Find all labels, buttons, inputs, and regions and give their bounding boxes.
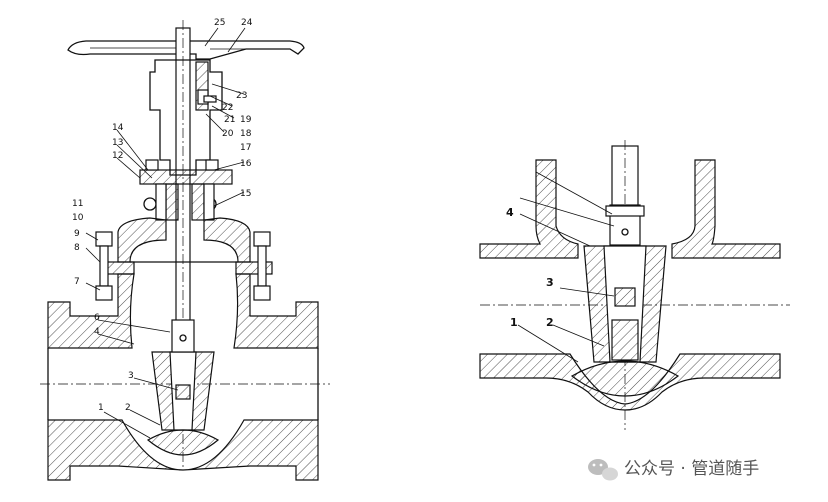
part-label: 17 [240,143,251,153]
left-gate-valve-assembly: 25 24 23 22 21 20 19 18 17 16 15 14 13 1… [40,18,330,481]
part-label: 4 [506,206,514,219]
wechat-icon [588,459,618,481]
bonnet-bolts [95,231,271,301]
part-label: 3 [546,276,554,289]
part-label: 14 [112,123,124,133]
part-label: 22 [222,103,233,113]
part-label: 25 [214,18,225,28]
part-label: 2 [546,316,554,329]
part-label: 24 [241,18,253,28]
part-label: 20 [222,129,234,139]
part-label: 1 [98,403,104,413]
part-label: 10 [72,213,84,223]
part-label: 3 [128,371,134,381]
watermark-text: 公众号 · 管道随手 [624,459,759,479]
watermark: 公众号 · 管道随手 [588,459,759,481]
part-label: 1 [510,316,518,329]
part-label: 7 [74,277,80,287]
detail-body [479,159,790,411]
part-label: 6 [94,313,100,323]
part-label: 12 [112,151,123,161]
part-label: 23 [236,91,247,101]
part-label: 18 [240,129,252,139]
part-label: 16 [240,159,252,169]
part-label: 8 [74,243,80,253]
gate-wedge [146,319,220,456]
detail-wedge [570,204,680,397]
handwheel [67,40,305,60]
part-label: 15 [240,189,251,199]
valve-body [40,273,330,481]
part-label: 11 [72,199,83,209]
part-label: 9 [74,229,80,239]
part-label: 21 [224,115,235,125]
left-leader-lines [85,27,246,439]
right-detail-view: 4 3 1 2 [479,140,790,430]
part-label: 13 [112,138,123,148]
part-label: 4 [94,327,100,337]
right-part-labels: 4 3 1 2 [506,206,554,329]
right-leader-lines [517,171,615,363]
left-part-labels: 25 24 23 22 21 20 19 18 17 16 15 14 13 1… [72,18,253,413]
part-label: 19 [240,115,252,125]
part-label: 2 [125,403,131,413]
gland [139,159,233,221]
